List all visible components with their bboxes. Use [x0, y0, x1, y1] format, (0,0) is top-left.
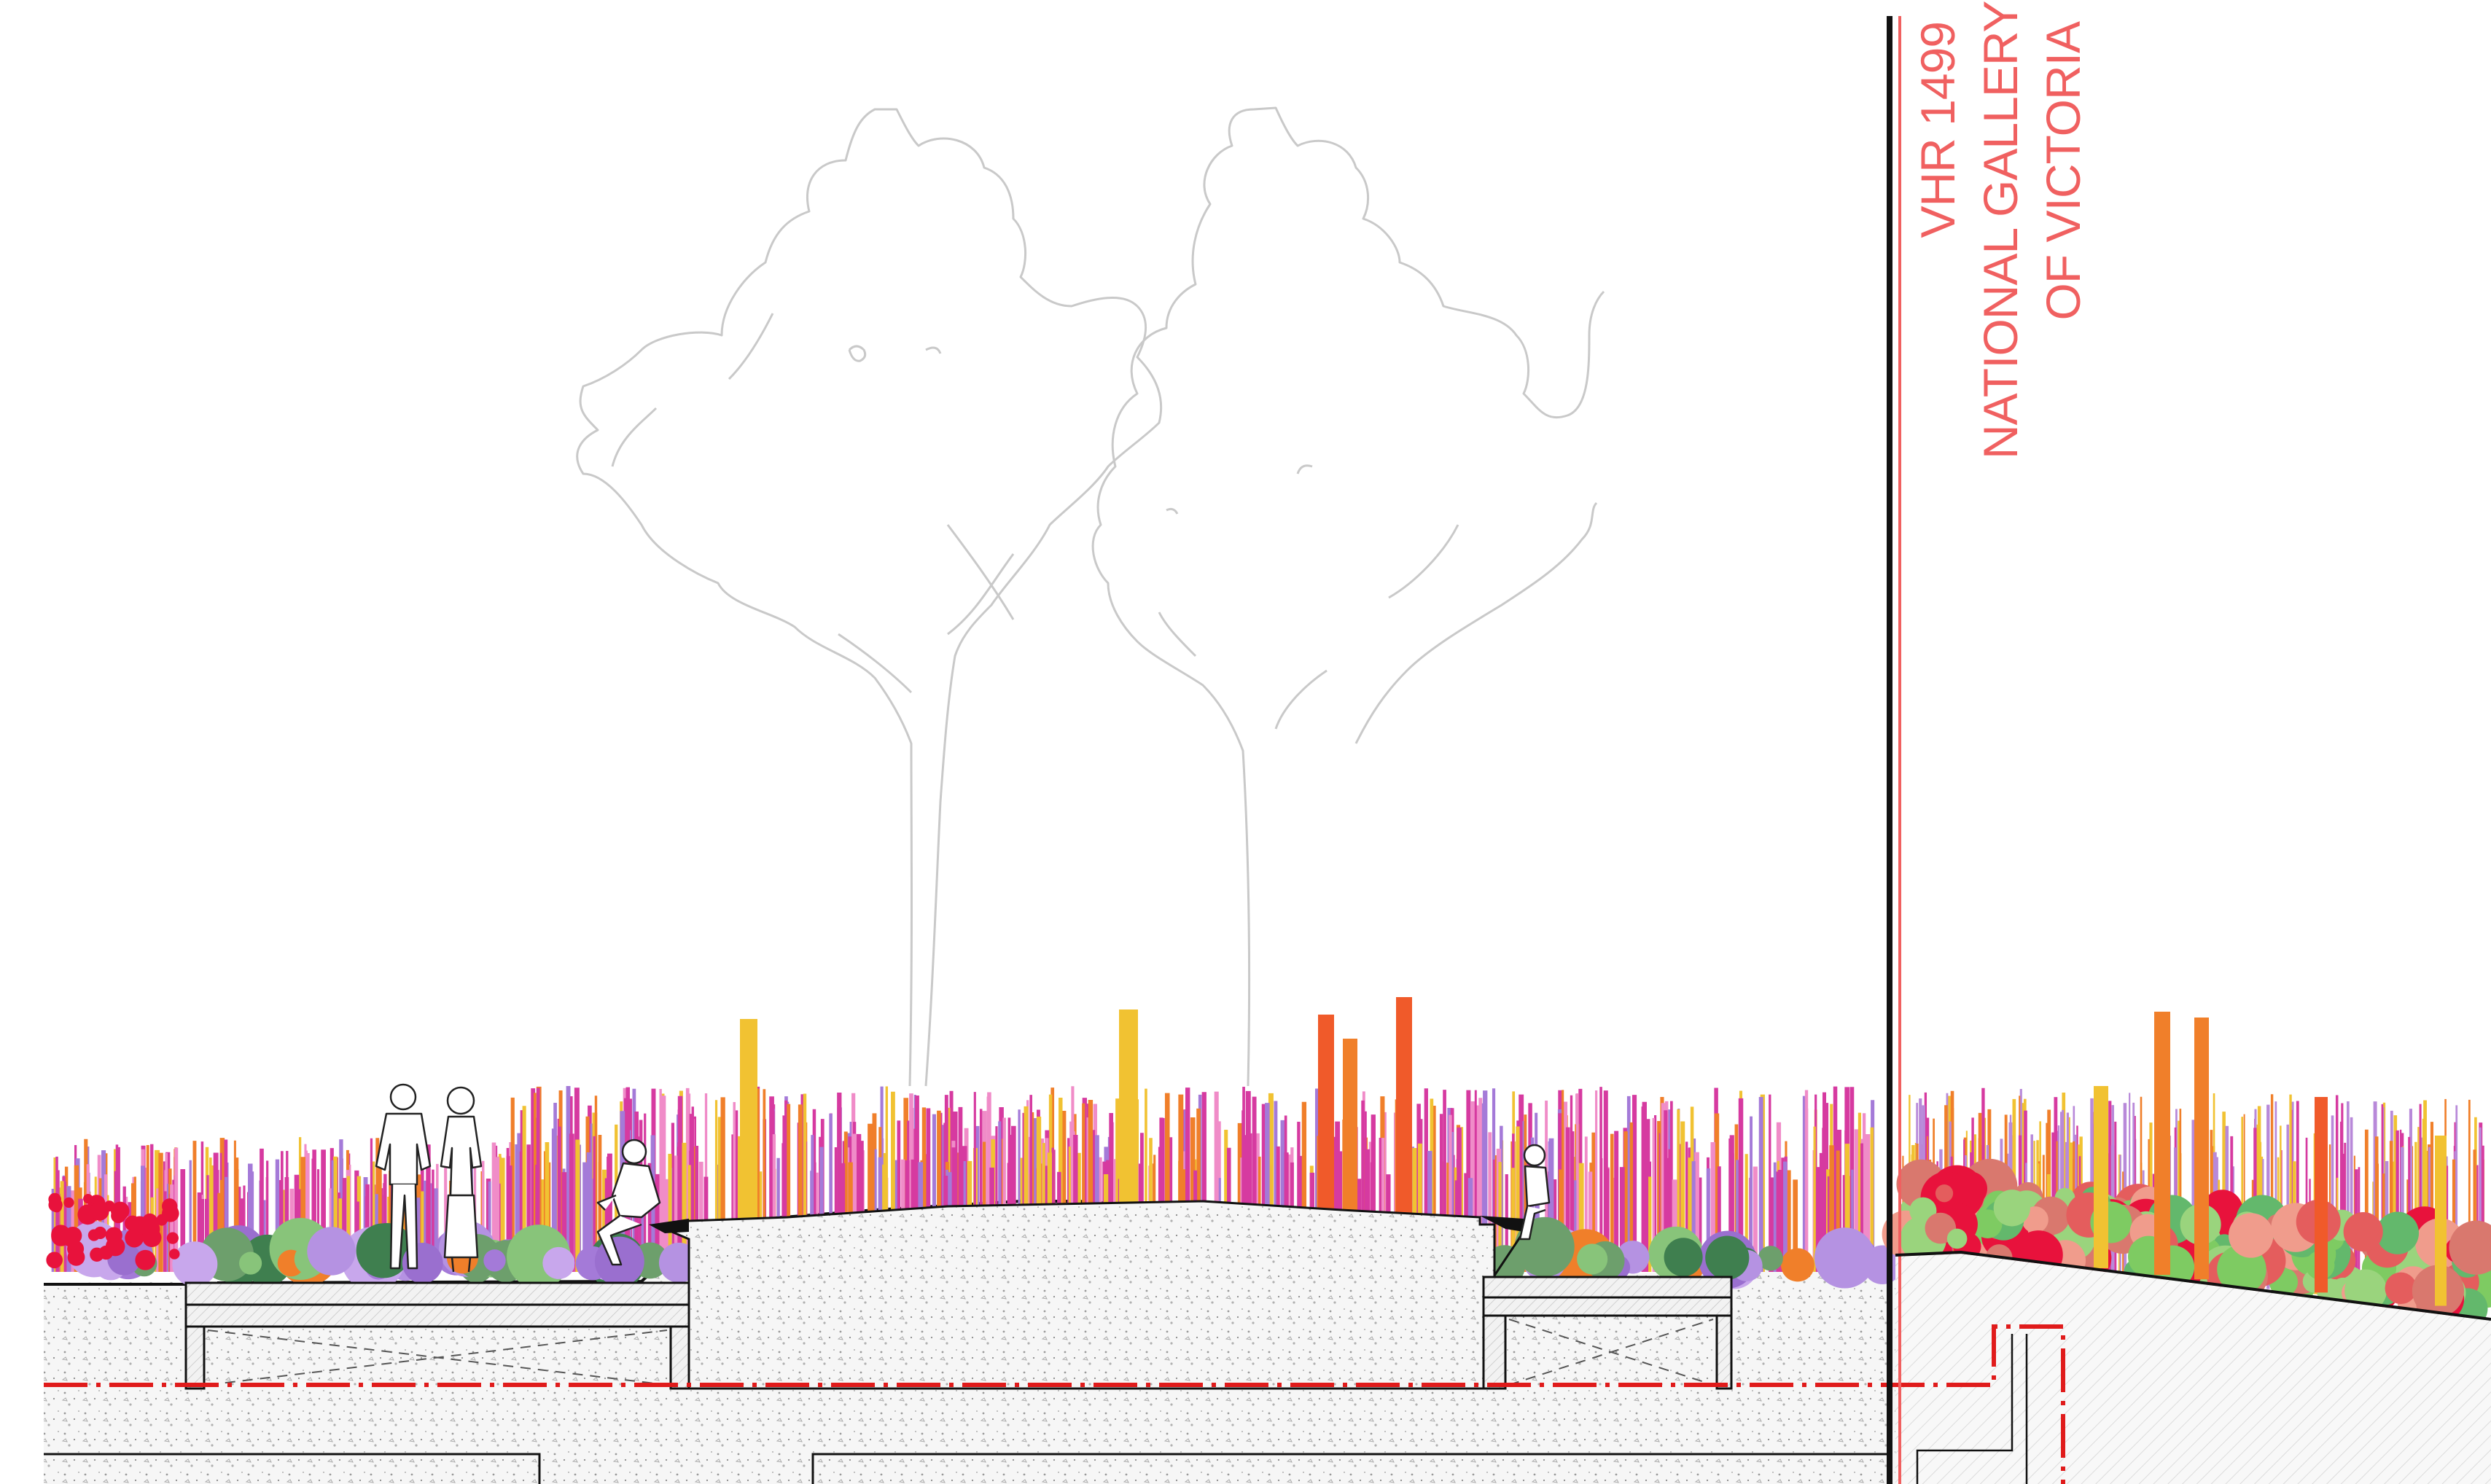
tree-outline-right: [1091, 106, 1605, 1087]
shrub-ball: [1993, 1190, 2030, 1227]
heritage-site-name-line2: OF VICTORIA: [2036, 22, 2090, 321]
berry-dot: [83, 1193, 93, 1204]
raised-planter-structure: [184, 1200, 1733, 1390]
berry-dot: [67, 1248, 85, 1266]
slope-soil: [1895, 1254, 2491, 1484]
boundary-line: [44, 1324, 2065, 1484]
accent-post: [2154, 1012, 2170, 1276]
slope-edge: [1895, 1250, 2491, 1321]
shrub-ball: [1577, 1243, 1608, 1275]
accent-post: [2094, 1086, 2108, 1268]
berry-dot: [90, 1201, 109, 1221]
berry-dot: [48, 1198, 63, 1212]
shrub-ball: [1973, 1209, 2003, 1239]
shrub-ball: [1953, 1171, 1988, 1206]
shrub-ball: [1758, 1246, 1783, 1271]
berry-dot: [98, 1245, 114, 1260]
tall-accent-posts: [740, 997, 2447, 1306]
shrub-ball: [172, 1241, 218, 1287]
seated-person-right: [1519, 1144, 1551, 1241]
shrub-ball: [2376, 1211, 2420, 1254]
berry-dot: [135, 1249, 156, 1270]
shrub-ball: [542, 1246, 575, 1279]
heritage-register-number: VHR 1499: [1911, 22, 1965, 238]
heritage-boundary-lines: [1887, 16, 1901, 1484]
berry-dot: [130, 1216, 149, 1235]
heritage-register-label: VHR 1499 NATIONAL GALLERY OF VICTORIA: [1906, 1, 2125, 459]
shrub-ball: [307, 1227, 356, 1276]
accent-post: [2315, 1097, 2328, 1293]
shrub-ball: [1780, 1248, 1814, 1282]
accent-post: [2194, 1018, 2209, 1280]
berry-dot: [168, 1249, 180, 1260]
berry-dot: [110, 1201, 130, 1221]
heritage-site-name-line1: NATIONAL GALLERY: [1973, 1, 2027, 459]
accent-post: [2435, 1136, 2447, 1306]
shrub-ball: [1814, 1227, 1876, 1289]
seated-person-left: [596, 1139, 661, 1266]
shrub-ball: [239, 1251, 262, 1275]
shrub-ball: [2449, 1220, 2491, 1275]
berry-dot: [162, 1205, 179, 1222]
tree-outline-left: [576, 108, 1163, 1087]
shrub-ball: [1664, 1238, 1703, 1277]
shrub-ball: [1705, 1235, 1750, 1280]
berry-dot: [46, 1251, 63, 1269]
shrub-ball: [483, 1249, 506, 1272]
shrub-ball: [2343, 1211, 2383, 1252]
accent-post: [1396, 997, 1412, 1272]
shrub-ball: [1935, 1184, 1954, 1203]
berry-dot: [63, 1226, 82, 1245]
void-cross-markers: [207, 1319, 1714, 1386]
walking-couple: [375, 1083, 483, 1273]
berry-dot: [93, 1226, 107, 1239]
berry-dot: [63, 1197, 74, 1208]
shrub-ball: [1946, 1228, 1968, 1249]
shrub-ball: [2385, 1272, 2417, 1305]
berry-dot: [166, 1232, 179, 1244]
shrub-ball: [2228, 1213, 2274, 1258]
accent-post: [1318, 1015, 1334, 1272]
